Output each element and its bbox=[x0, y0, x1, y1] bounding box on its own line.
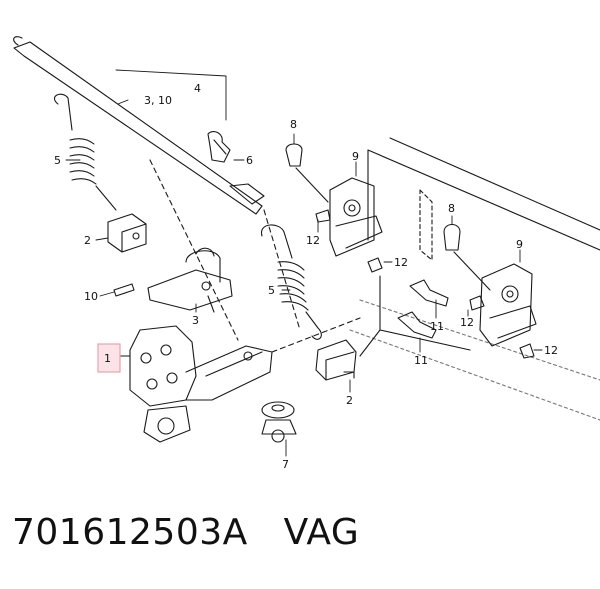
callout-12-c[interactable]: 12 bbox=[460, 316, 474, 329]
brake-cable bbox=[13, 36, 301, 341]
callout-2-left[interactable]: 2 bbox=[84, 234, 91, 247]
bottom-mount bbox=[261, 401, 297, 443]
brake-regulator bbox=[129, 317, 361, 443]
spring-left bbox=[53, 93, 117, 211]
brand-name: VAG bbox=[283, 512, 360, 553]
callout-labels: 1 2 2 3 3, 10 4 5 5 6 7 8 8 9 9 10 11 11… bbox=[54, 82, 558, 471]
callout-4[interactable]: 4 bbox=[194, 82, 201, 95]
vehicle-frame bbox=[349, 137, 600, 421]
rubber-mount bbox=[315, 339, 357, 381]
cable-clamp-left bbox=[107, 213, 147, 253]
callout-5-left[interactable]: 5 bbox=[54, 154, 61, 167]
callout-9-upper[interactable]: 9 bbox=[352, 150, 359, 163]
spring-middle bbox=[261, 224, 322, 340]
callout-8-lower[interactable]: 8 bbox=[448, 202, 455, 215]
callout-8-upper[interactable]: 8 bbox=[290, 118, 297, 131]
callout-9-lower[interactable]: 9 bbox=[516, 238, 523, 251]
part-number: 701612503A bbox=[12, 512, 248, 553]
pivot-bracket bbox=[147, 247, 233, 313]
callout-leaders bbox=[65, 69, 543, 457]
caption: 701612503A VAG bbox=[12, 512, 359, 553]
clip-6 bbox=[207, 131, 231, 163]
callout-6[interactable]: 6 bbox=[246, 154, 253, 167]
callout-2-middle[interactable]: 2 bbox=[346, 394, 353, 407]
callout-5-middle[interactable]: 5 bbox=[268, 284, 275, 297]
callout-12-b[interactable]: 12 bbox=[394, 256, 408, 269]
valve-bracket-lower bbox=[397, 223, 537, 359]
callout-12-a[interactable]: 12 bbox=[306, 234, 320, 247]
callout-3[interactable]: 3 bbox=[192, 314, 199, 327]
pin bbox=[113, 283, 135, 297]
callout-1[interactable]: 1 bbox=[104, 352, 111, 365]
valve-bracket-upper bbox=[285, 143, 383, 273]
callout-3-10[interactable]: 3, 10 bbox=[144, 94, 172, 107]
callout-10[interactable]: 10 bbox=[84, 290, 98, 303]
callout-highlight-box bbox=[97, 343, 121, 373]
callout-12-d[interactable]: 12 bbox=[544, 344, 558, 357]
callout-7[interactable]: 7 bbox=[282, 458, 289, 471]
callout-11-upper[interactable]: 11 bbox=[430, 320, 444, 333]
callout-11-lower[interactable]: 11 bbox=[414, 354, 428, 367]
